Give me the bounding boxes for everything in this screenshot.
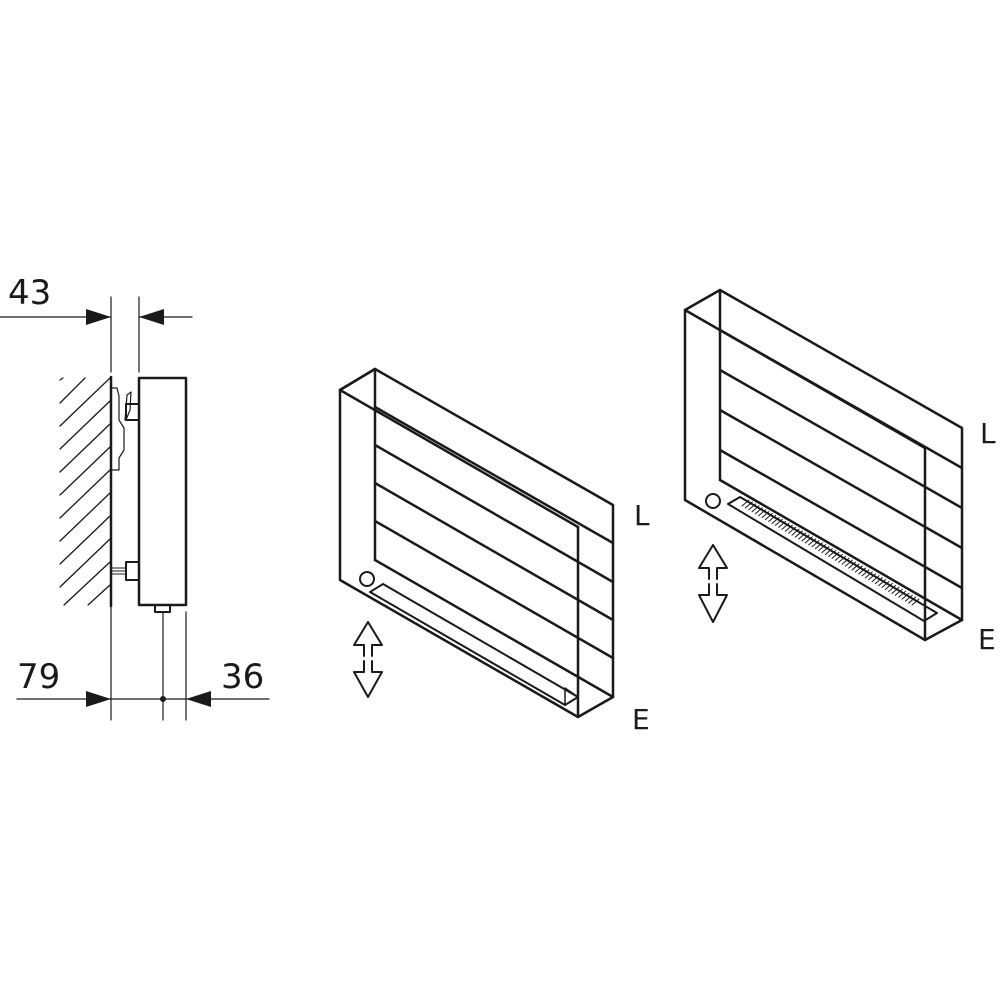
radiator-b-label-e: E [978,623,996,656]
dim-arrow [86,309,111,325]
convector-fins [741,499,920,606]
wall-hatch [59,377,111,606]
dim-arrow [186,691,211,707]
height-adjust-arrow-icon [698,544,728,623]
valve-icon [705,493,721,509]
radiator-a-label-l: L [634,499,650,532]
lower-connector [125,561,140,581]
radiator-side-body [137,376,188,607]
dimension-79: 79 [17,657,61,697]
dim-dot [160,696,166,702]
radiator-a-drawing [338,367,615,719]
dim-arrow [139,309,164,325]
radiator-b-label-l: L [980,417,996,450]
height-adjust-arrow-icon [353,621,383,698]
radiator-b-drawing [683,288,964,642]
wall-bracket [111,387,125,471]
dimension-36: 36 [221,657,265,697]
side-view-drawing [0,296,270,721]
upper-connector [125,403,140,421]
valve-icon [359,571,375,587]
radiator-a-label-e: E [632,703,650,736]
dimension-43: 43 [8,273,52,313]
dim-arrow [86,691,111,707]
